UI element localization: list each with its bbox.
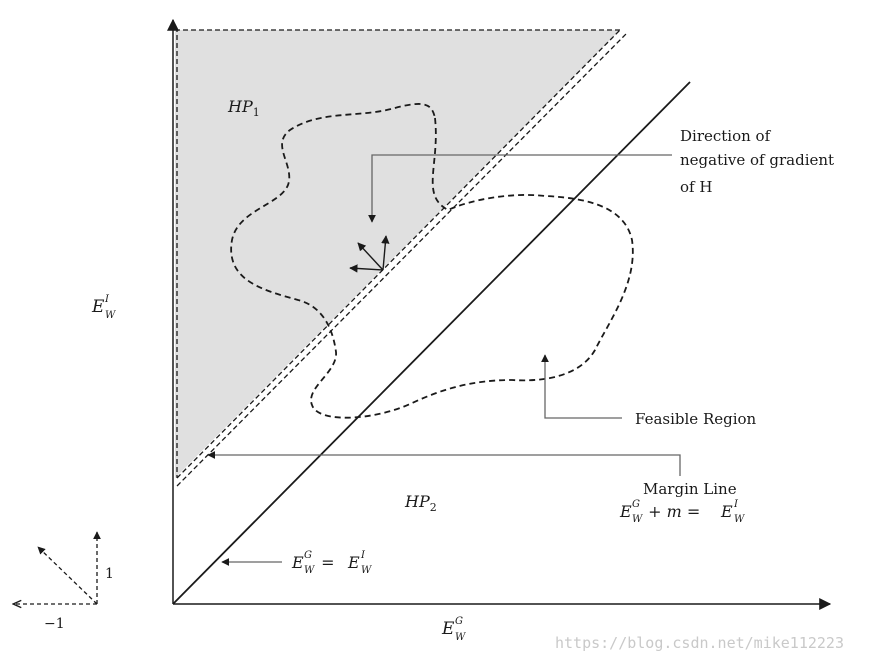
svg-text:E: E	[619, 502, 632, 521]
svg-text:of H: of H	[680, 178, 712, 196]
direction-annotation: Direction of negative of gradient of H	[680, 127, 834, 196]
svg-text:W: W	[632, 514, 643, 525]
svg-text:W: W	[105, 310, 116, 321]
margin-line-lower	[176, 31, 629, 487]
feasible-region-label: Feasible Region	[635, 410, 757, 428]
svg-text:G: G	[455, 616, 463, 627]
margin-equation: E G W + m = E I W	[619, 499, 745, 525]
svg-text:=: =	[316, 553, 340, 572]
svg-text:I: I	[360, 550, 366, 561]
key-label-minus-one: −1	[44, 616, 65, 632]
feasible-region-boundary	[230, 103, 634, 419]
svg-text:G: G	[632, 499, 640, 510]
svg-text:W: W	[734, 514, 745, 525]
margin-line-upper	[176, 29, 621, 479]
svg-text:E: E	[720, 502, 733, 521]
x-axis-label: E G W	[441, 616, 466, 643]
svg-text:negative of gradient: negative of gradient	[680, 151, 834, 169]
svg-text:W: W	[361, 565, 372, 576]
watermark-text: https://blog.csdn.net/mike112223	[555, 634, 844, 652]
svg-text:+ m =: + m =	[643, 502, 705, 521]
svg-text:W: W	[304, 565, 315, 576]
svg-text:Direction of: Direction of	[680, 127, 772, 145]
equality-diagonal-line	[172, 81, 691, 605]
hp1-label: HP1	[227, 97, 260, 119]
feasible-leader-line	[541, 354, 622, 419]
svg-text:I: I	[104, 294, 110, 305]
gradient-arrows	[349, 235, 390, 273]
svg-text:E: E	[91, 297, 105, 317]
svg-text:W: W	[455, 632, 466, 643]
svg-text:E: E	[441, 619, 455, 639]
margin-line-label: Margin Line	[643, 480, 737, 498]
key-label-one: 1	[105, 566, 114, 582]
svg-text:G: G	[304, 550, 312, 561]
svg-text:I: I	[733, 499, 739, 510]
margin-leader-line	[207, 451, 681, 476]
svg-text:E: E	[291, 553, 304, 572]
svg-text:E: E	[347, 553, 360, 572]
hp2-label: HP2	[404, 492, 437, 514]
direction-leader-line	[368, 154, 672, 223]
direction-key	[14, 531, 101, 604]
y-axis-label: E I W	[91, 294, 116, 321]
equality-equation: E G W = E I W	[291, 550, 372, 576]
